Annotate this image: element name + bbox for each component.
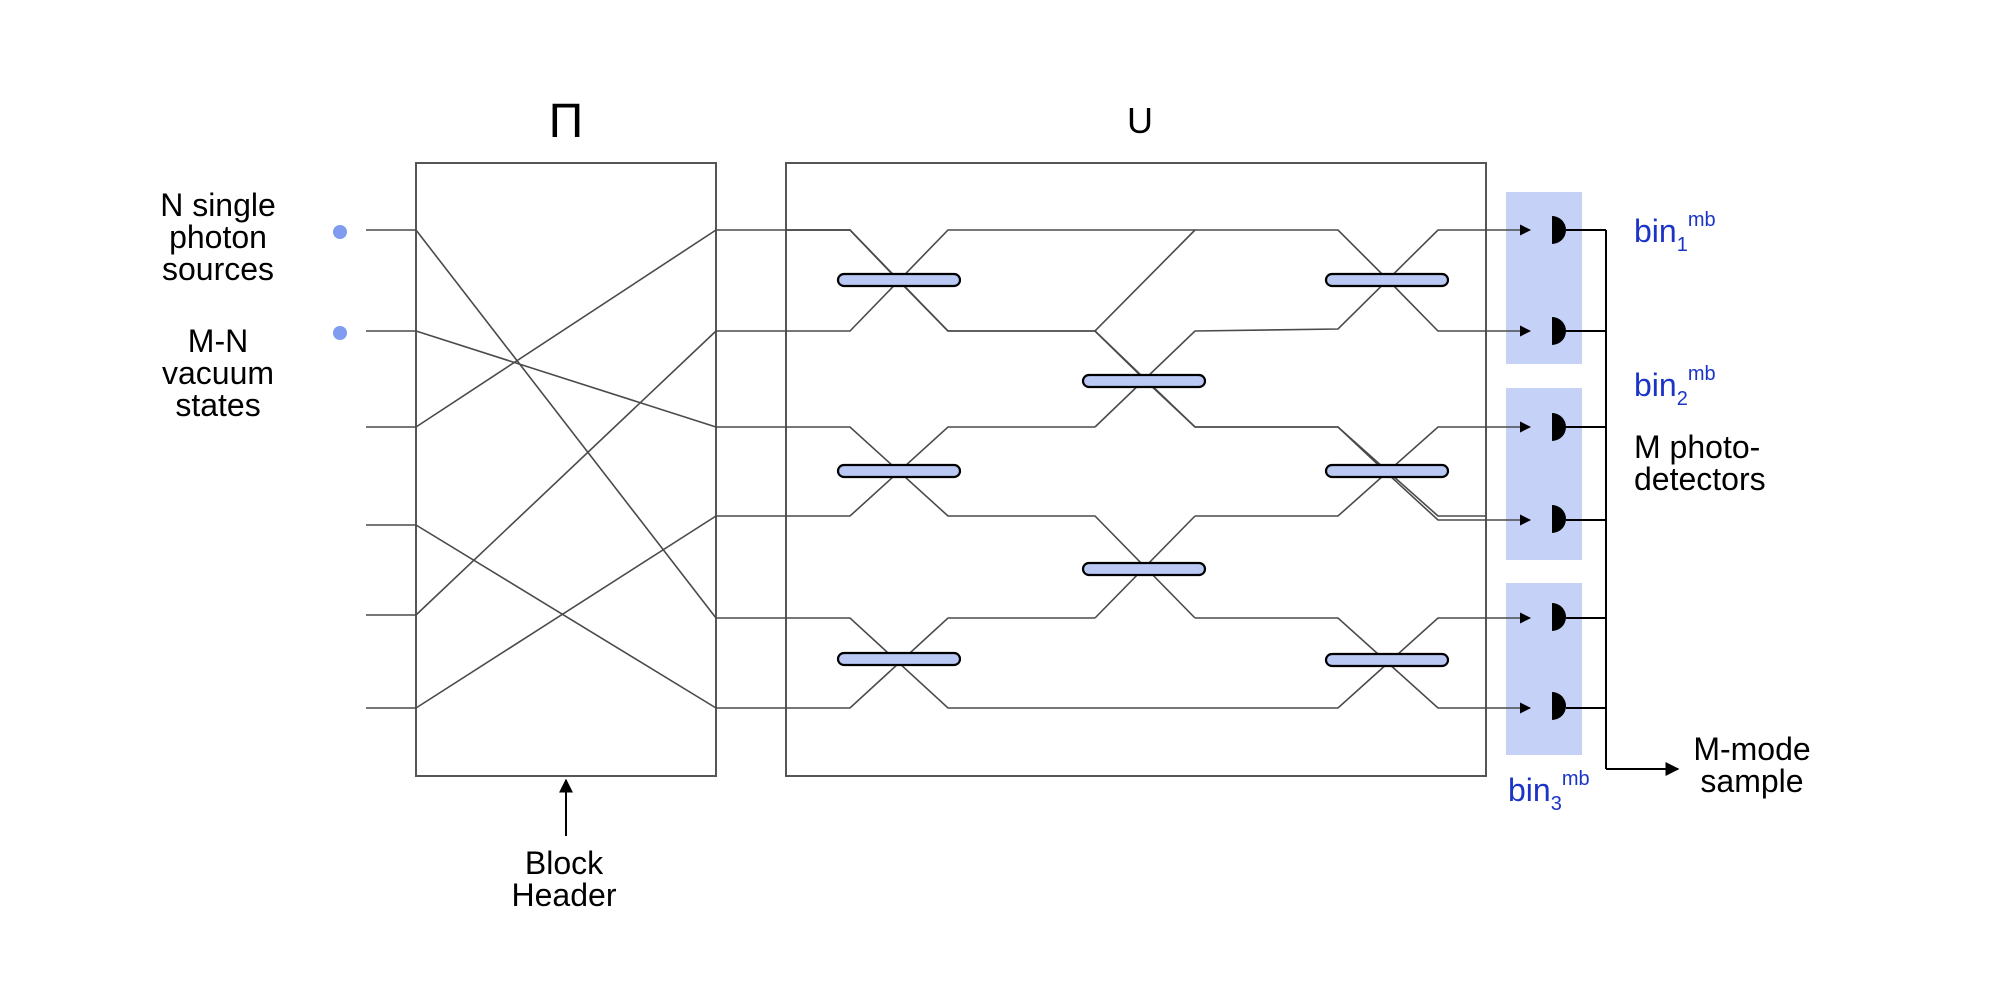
beamsplitters [836,272,1450,668]
photon-source-dot-2 [333,326,347,340]
vacuum-label: M-N vacuum states [162,323,274,423]
beamsplitter-7 [1324,463,1450,479]
detector-bus [1566,229,1680,776]
unitary-header: U [1127,100,1153,141]
sample-label: M-mode sample [1693,731,1810,799]
beamsplitter-6 [1324,272,1450,288]
detector-icon-1 [1552,216,1566,244]
sources-label: N single photon sources [160,187,276,287]
detector-bin-3 [1506,583,1582,755]
permutation-block [415,162,717,777]
sources-line-1: N single [160,187,276,223]
beamsplitter-2 [836,463,962,479]
photodetectors-label: M photo- detectors [1634,429,1766,497]
detector-icon-5 [1552,603,1566,631]
vacuum-line-2: vacuum [162,355,274,391]
beamsplitter-8 [1324,652,1450,668]
inter-block-wires [716,229,786,709]
block-header-line-2: Header [512,877,617,913]
detector-icon-3 [1552,413,1566,441]
beamsplitter-3 [836,651,962,667]
block-header-label: Block Header [512,845,617,913]
bin-label-1: bin1mb [1634,209,1716,256]
detector-bin-2 [1506,388,1582,560]
photodetectors-line-1: M photo- [1634,429,1760,465]
bin-label-2: bin2mb [1634,363,1716,410]
sources-line-3: sources [162,251,274,287]
unitary-block [785,162,1487,777]
block-header-line-1: Block [525,845,604,881]
sample-line-1: M-mode [1693,731,1810,767]
vacuum-line-1: M-N [188,323,248,359]
sample-line-2: sample [1700,763,1803,799]
detector-icon-6 [1552,692,1566,720]
photodetectors [1552,216,1566,720]
detector-bin-1 [1506,192,1582,364]
permutation-header: Π [549,95,584,148]
bin-label-3: bin3mb [1508,768,1590,815]
permutation-wires [415,229,717,709]
vacuum-line-3: states [175,387,260,423]
output-wires [1486,224,1532,714]
input-wires [366,229,416,709]
beamsplitter-5 [1081,561,1207,577]
detector-icon-2 [1552,317,1566,345]
beamsplitter-1 [836,272,962,288]
sources-line-2: photon [169,219,267,255]
detector-icon-4 [1552,505,1566,533]
photon-source-dot-1 [333,225,347,239]
beamsplitter-4 [1081,373,1207,389]
photodetectors-line-2: detectors [1634,461,1766,497]
